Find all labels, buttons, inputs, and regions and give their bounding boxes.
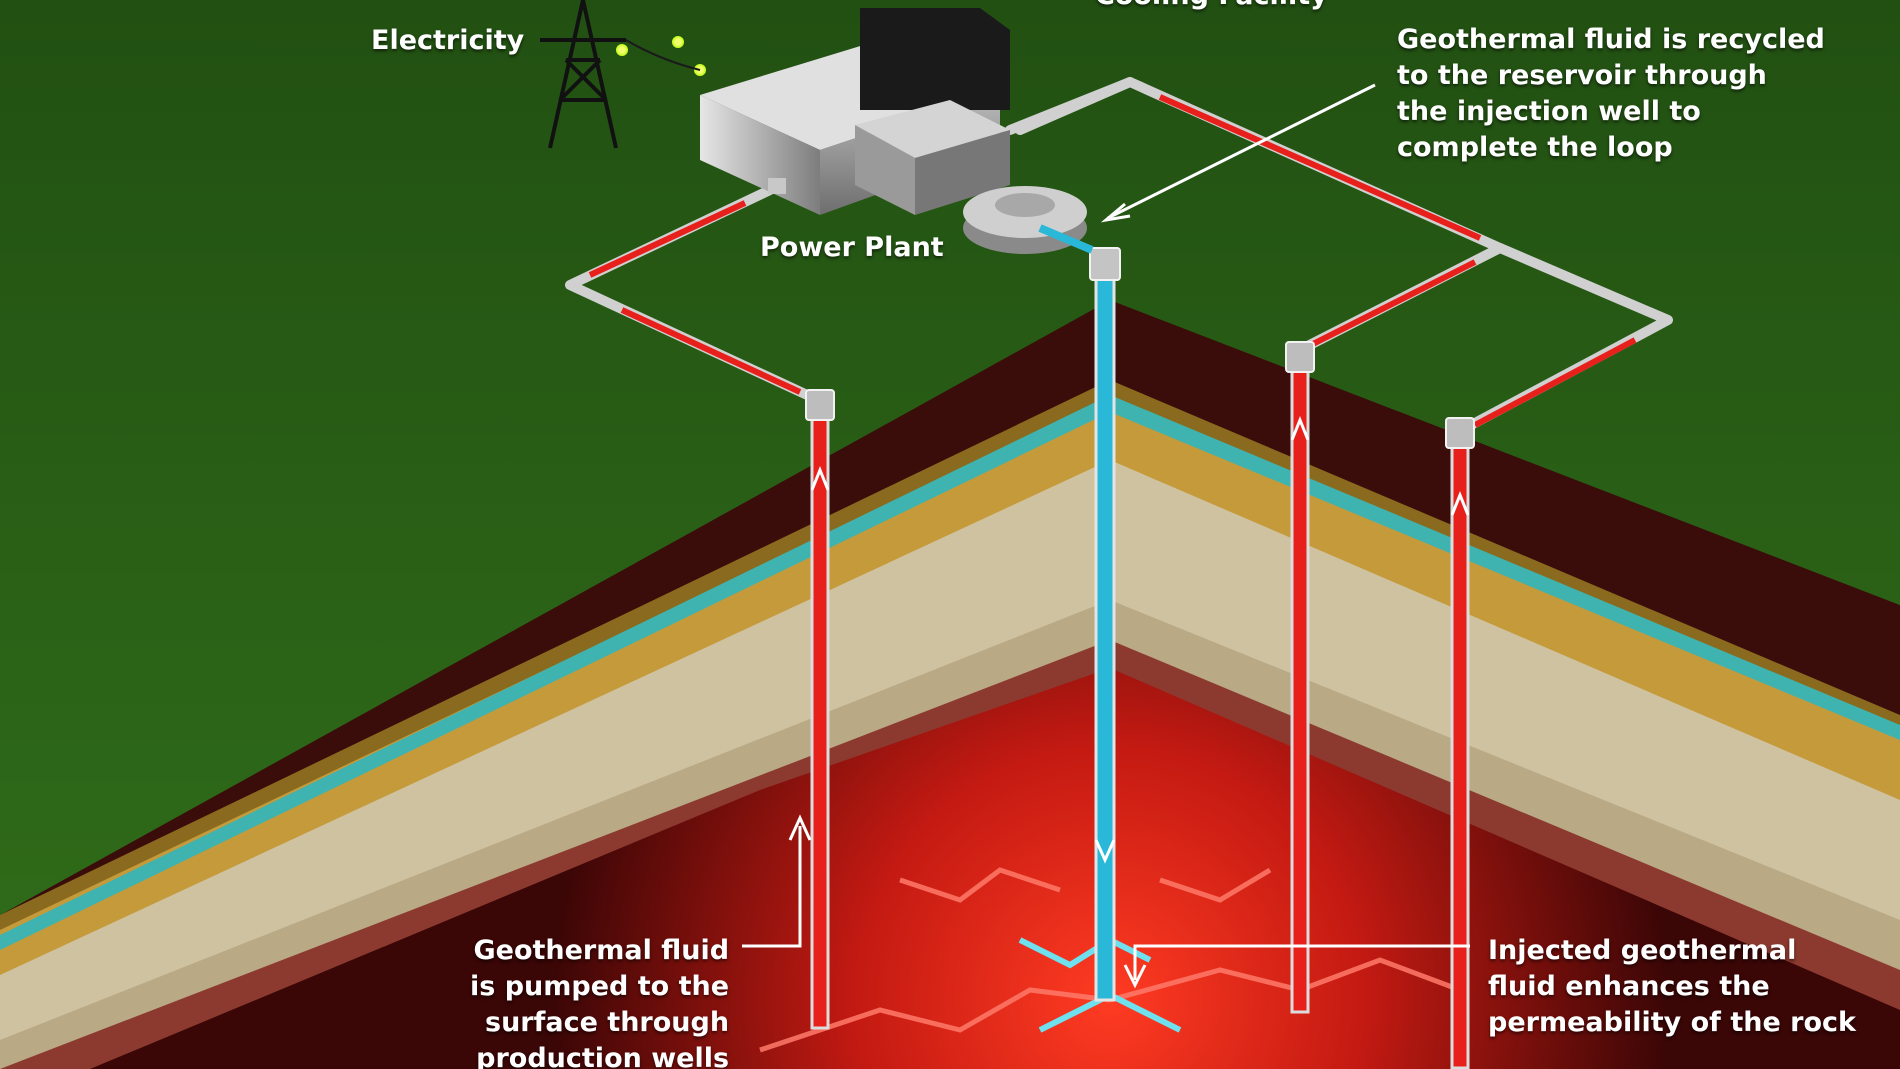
pumped-line-1: Geothermal fluid: [473, 935, 730, 966]
recycle-line-2: to the reservoir through: [1397, 60, 1767, 91]
production-well-middle: [1285, 341, 1315, 1014]
power-plant-label: Power Plant: [760, 232, 944, 263]
injection-pump: [963, 186, 1094, 254]
callout-lines: [742, 83, 1470, 989]
surface-flow-arrows: [588, 94, 1637, 428]
electricity-label: Electricity: [371, 25, 525, 56]
recycle-line-1: Geothermal fluid is recycled: [1397, 24, 1825, 55]
production-well-right: [1445, 417, 1475, 1069]
recycle-line-3: the injection well to: [1397, 96, 1701, 127]
pumped-line-2: is pumped to the: [470, 971, 730, 1002]
injected-line-1: Injected geothermal: [1488, 935, 1797, 966]
cooling-facility-label: Cooling Facility: [1095, 0, 1328, 14]
power-plant-building: [700, 8, 1010, 215]
transmission-tower-icon: [540, 0, 626, 149]
pumped-line-3: surface through: [485, 1007, 730, 1038]
hot-rock-reservoir: [90, 668, 1900, 1069]
recycle-callout: Geothermal fluid is recycled to the rese…: [1397, 22, 1825, 166]
production-well-left: [805, 389, 835, 1030]
aquifer-layer: [0, 395, 1900, 950]
injected-callout: Injected geothermal fluid enhances the p…: [1488, 933, 1856, 1041]
recycle-line-4: complete the loop: [1397, 132, 1673, 163]
injected-line-2: fluid enhances the: [1488, 971, 1770, 1002]
injection-well: [1089, 247, 1121, 1002]
pumped-line-4: production wells: [476, 1043, 730, 1069]
well-flow-arrows: [810, 415, 1470, 864]
injected-line-3: permeability of the rock: [1488, 1007, 1856, 1038]
earth-cross-section: [0, 300, 1900, 1069]
pumped-callout: Geothermal fluid is pumped to the surfac…: [470, 933, 729, 1069]
